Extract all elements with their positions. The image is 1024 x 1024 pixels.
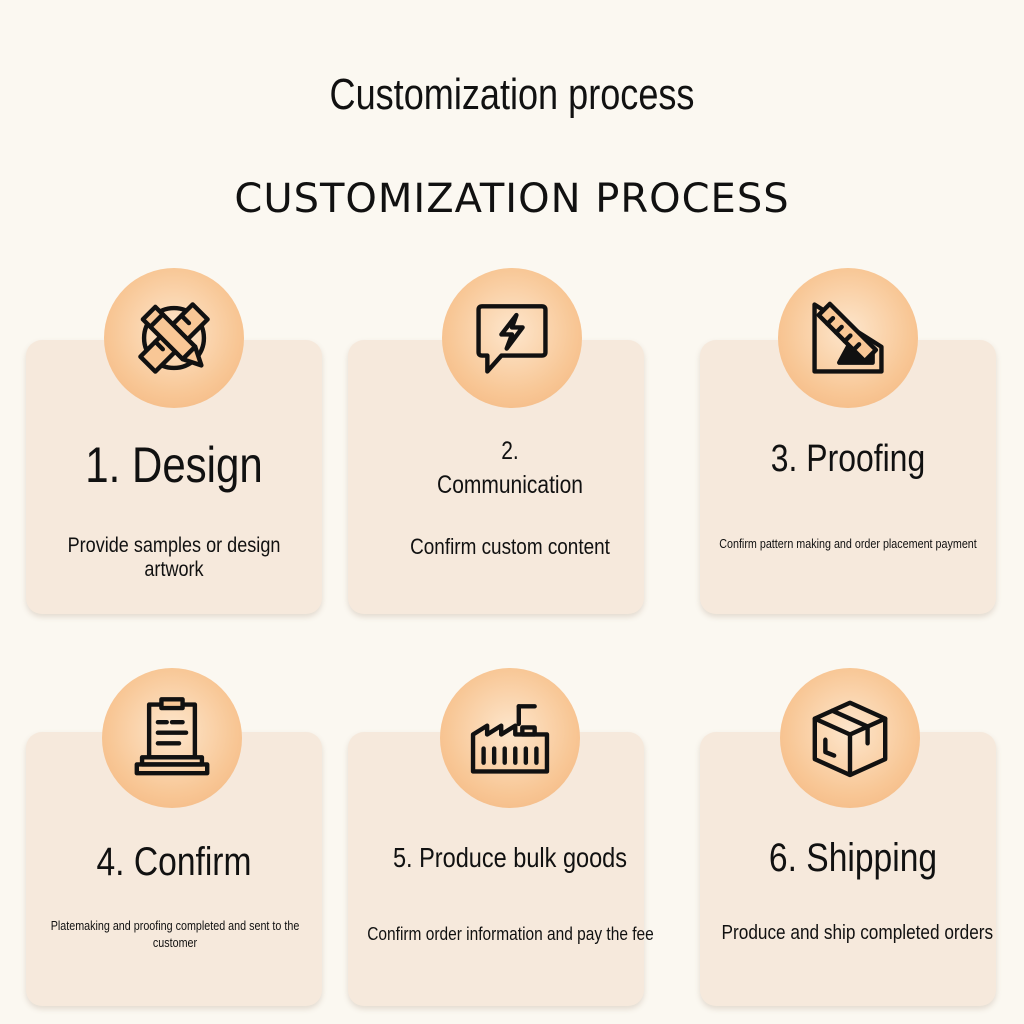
step-title-shipping: 6. Shipping bbox=[724, 836, 981, 881]
step-icon-circle bbox=[102, 668, 242, 808]
chat-lightning-icon bbox=[476, 304, 548, 374]
step-icon-circle bbox=[104, 268, 244, 408]
step-title-confirm: 4. Confirm bbox=[50, 840, 299, 885]
step-label: Produce bulk goods bbox=[419, 842, 628, 873]
clipboard-icon bbox=[134, 697, 210, 776]
ruler-pencil-icon bbox=[812, 301, 884, 374]
step-desc-shipping: Produce and ship completed orders bbox=[721, 922, 994, 944]
step-desc-design: Provide samples or design artwork bbox=[67, 534, 281, 581]
page-subtitle: CUSTOMIZATION PROCESS bbox=[234, 176, 790, 222]
step-label: Design bbox=[131, 437, 263, 493]
page-title: Customization process bbox=[329, 70, 695, 119]
step-title-produce: 5. Produce bulk goods bbox=[374, 842, 646, 874]
package-box-icon bbox=[812, 700, 888, 778]
step-desc-confirm: Platemaking and proofing completed and s… bbox=[50, 919, 300, 950]
step-label: Communication bbox=[437, 471, 583, 499]
step-label: Proofing bbox=[806, 438, 926, 480]
step-number: 3. bbox=[770, 438, 798, 480]
step-icon-circle bbox=[778, 268, 918, 408]
step-desc-produce: Confirm order information and pay the fe… bbox=[367, 924, 654, 944]
pencil-ruler-icon bbox=[138, 302, 210, 374]
step-icon-circle bbox=[440, 668, 580, 808]
step-title-proofing: 3. Proofing bbox=[724, 438, 973, 481]
step-icon-circle bbox=[780, 668, 920, 808]
step-label: Shipping bbox=[806, 836, 938, 880]
step-desc-communication: Confirm custom content bbox=[410, 534, 610, 559]
step-number: 4. bbox=[96, 840, 125, 884]
step-title-design: 1. Design bbox=[50, 436, 299, 494]
step-number: 6. bbox=[768, 836, 797, 880]
step-number: 2. bbox=[501, 437, 519, 465]
step-number: 1. bbox=[85, 437, 121, 493]
step-number: 5. bbox=[392, 842, 413, 873]
step-title-communication: 2. Communication bbox=[374, 434, 646, 502]
step-label: Confirm bbox=[133, 840, 252, 884]
step-desc-proofing: Confirm pattern making and order placeme… bbox=[719, 537, 977, 551]
factory-icon bbox=[470, 704, 550, 774]
step-icon-circle bbox=[442, 268, 582, 408]
